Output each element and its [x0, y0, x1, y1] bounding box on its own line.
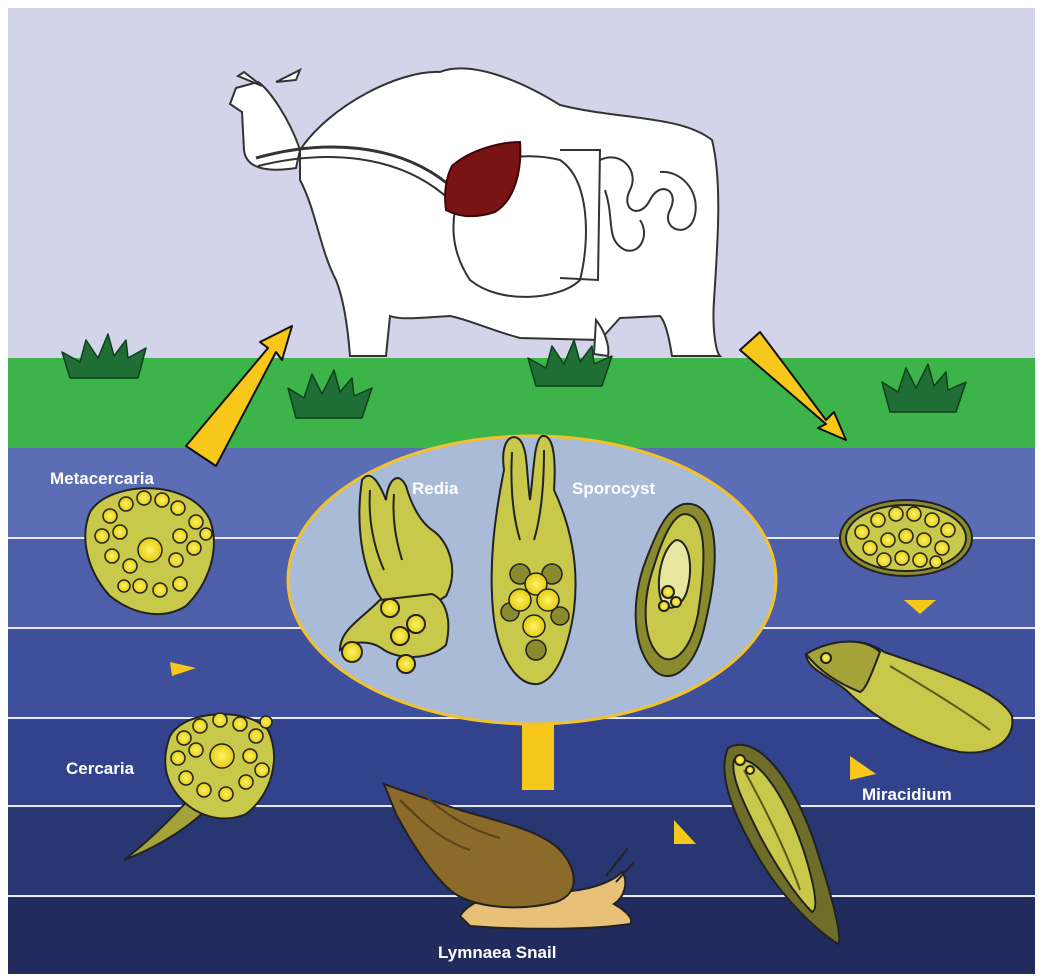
label-metacercaria: Metacercaria — [50, 469, 155, 488]
egg-stage — [840, 500, 972, 576]
label-lymnaea-snail: Lymnaea Snail — [438, 943, 556, 962]
label-sporocyst: Sporocyst — [572, 479, 655, 498]
label-cercaria: Cercaria — [66, 759, 135, 778]
label-miracidium: Miracidium — [862, 785, 952, 804]
label-redia: Redia — [412, 479, 459, 498]
grass-ground — [8, 358, 1035, 448]
